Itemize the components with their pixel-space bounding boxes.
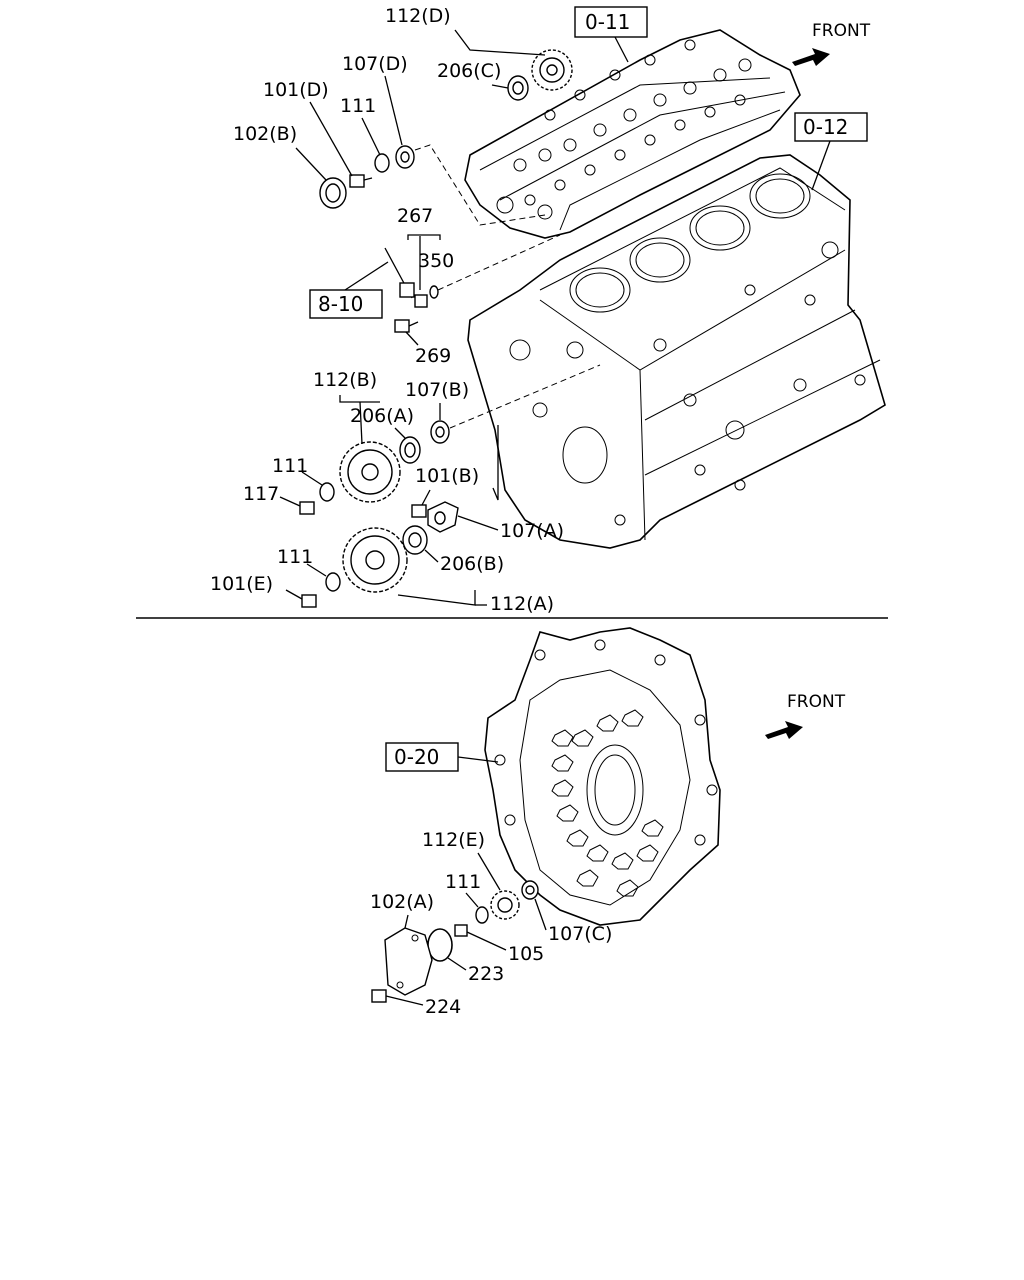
- label-102b: 102(B): [233, 123, 297, 145]
- label-112a: 112(A): [490, 593, 554, 615]
- label-111-top: 111: [340, 95, 376, 117]
- label-101e: 101(E): [210, 573, 273, 595]
- label-112b: 112(B): [313, 369, 377, 391]
- ref-box-0-12-label: 0-12: [803, 115, 848, 139]
- label-117: 117: [243, 483, 279, 505]
- label-107b: 107(B): [405, 379, 469, 401]
- front-label-top: FRONT: [812, 21, 871, 41]
- ref-box-8-10[interactable]: 8-10: [309, 289, 383, 319]
- label-107d: 107(D): [342, 53, 408, 75]
- bolt-269: [394, 319, 419, 333]
- bushing-206b: [402, 525, 428, 555]
- flywheel-housing: [484, 627, 721, 926]
- front-arrow-bottom: FRONT: [765, 692, 846, 739]
- gear-112e: [490, 890, 520, 920]
- bolt-101d: [349, 174, 373, 188]
- cylinder-head: [464, 29, 801, 239]
- bushing-107c: [521, 880, 539, 900]
- label-223: 223: [468, 963, 504, 985]
- washer-111-top: [374, 153, 390, 173]
- seal-102b: [319, 177, 347, 209]
- label-107c: 107(C): [548, 923, 612, 945]
- label-111-bottom: 111: [445, 871, 481, 893]
- front-label-bottom: FRONT: [787, 692, 846, 712]
- gear-112b: [339, 441, 401, 503]
- gear-112d: [531, 49, 573, 91]
- cover-102a: [384, 927, 433, 996]
- ref-box-0-11[interactable]: 0-11: [574, 6, 648, 38]
- label-102a: 102(A): [370, 891, 434, 913]
- cylinder-block: [467, 154, 886, 549]
- bushing-206a: [399, 436, 421, 464]
- label-101d: 101(D): [263, 79, 329, 101]
- label-107a: 107(A): [500, 520, 564, 542]
- bolt-224: [371, 989, 387, 1003]
- ref-box-0-20[interactable]: 0-20: [385, 742, 459, 772]
- label-206b: 206(B): [440, 553, 504, 575]
- gear-112a: [342, 527, 408, 593]
- top-section: FRONT: [210, 5, 886, 615]
- front-arrow-top: FRONT: [792, 21, 871, 66]
- bushing-107b: [430, 420, 450, 444]
- bolt-101b: [411, 504, 427, 518]
- label-111-low: 111: [277, 546, 313, 568]
- washer-111-bottom: [475, 906, 489, 924]
- bolt-117: [299, 501, 315, 515]
- label-206a: 206(A): [350, 405, 414, 427]
- sensor-267: [384, 247, 428, 308]
- ref-box-0-11-label: 0-11: [585, 10, 630, 34]
- oring-350: [429, 285, 439, 299]
- bolt-101e: [301, 594, 317, 608]
- ref-box-8-10-label: 8-10: [318, 292, 363, 316]
- bushing-107d: [395, 145, 415, 169]
- plate-107a: [427, 501, 459, 533]
- bushing-206c: [507, 75, 529, 101]
- label-112d: 112(D): [385, 5, 451, 27]
- washer-111-low: [325, 572, 341, 592]
- bottom-section: FRONT: [370, 627, 846, 1018]
- label-350: 350: [418, 250, 454, 272]
- label-105: 105: [508, 943, 544, 965]
- bolt-105: [454, 924, 468, 937]
- ref-box-0-12[interactable]: 0-12: [794, 112, 868, 142]
- label-111-mid: 111: [272, 455, 308, 477]
- label-101b: 101(B): [415, 465, 479, 487]
- ref-box-0-20-label: 0-20: [394, 745, 439, 769]
- label-269: 269: [415, 345, 451, 367]
- washer-111-mid: [319, 482, 335, 502]
- label-112e: 112(E): [422, 829, 485, 851]
- label-224: 224: [425, 996, 461, 1018]
- label-206c: 206(C): [437, 60, 501, 82]
- label-267: 267: [397, 205, 433, 227]
